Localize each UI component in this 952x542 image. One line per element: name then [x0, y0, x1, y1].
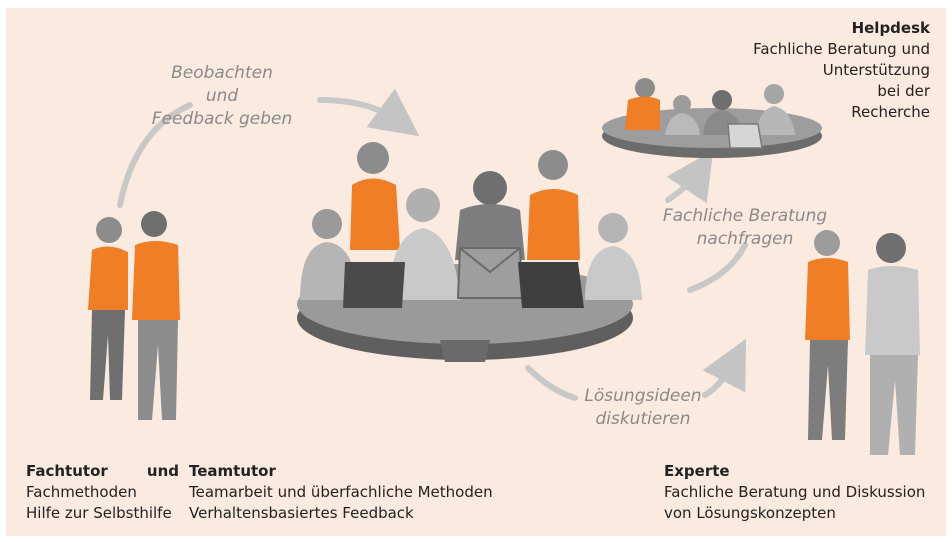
flow-consult-line-1: Fachliche Beratung — [662, 206, 828, 226]
arrow-discuss-left — [525, 365, 578, 401]
arrow-consult — [687, 242, 748, 293]
fachtutor-title: Fachtutor — [26, 462, 108, 480]
teamtutor-line-1: Teamarbeit und überfachliche Methoden — [189, 483, 493, 501]
flow-observe-line-2: und — [205, 86, 239, 106]
experte-title: Experte — [664, 462, 730, 480]
helpdesk-line-1: Fachliche Beratung und — [753, 40, 930, 58]
flow-discuss-line-1: Lösungsideen — [584, 386, 702, 406]
experte-line-2: von Lösungskonzepten — [664, 504, 836, 522]
teamtutor-text: Teamtutor Teamarbeit und überfachliche M… — [189, 461, 519, 524]
flow-observe-label: Beobachten und Feedback geben — [142, 62, 302, 131]
flow-observe-line-3: Feedback geben — [151, 109, 293, 129]
arrow-discuss-right — [702, 338, 747, 398]
experte-text: Experte Fachliche Beratung und Diskussio… — [664, 461, 946, 524]
fachtutor-text: Fachtutor und Fachmethoden Hilfe zur Sel… — [26, 461, 191, 524]
fachtutor-line-2: Hilfe zur Selbsthilfe — [26, 504, 172, 522]
helpdesk-title: Helpdesk — [851, 19, 930, 37]
fachtutor-line-1: Fachmethoden — [26, 483, 137, 501]
arrow-consult-top — [665, 150, 714, 204]
arrow-observe-left — [117, 102, 193, 208]
helpdesk-text: Helpdesk Fachliche Beratung und Unterstü… — [690, 18, 930, 123]
flow-discuss-label: Lösungsideen diskutieren — [578, 385, 708, 431]
flow-consult-label: Fachliche Beratung nachfragen — [655, 205, 835, 251]
helpdesk-table-group — [602, 78, 822, 158]
helpdesk-line-3: bei der — [877, 82, 930, 100]
flow-consult-line-2: nachfragen — [696, 229, 794, 249]
fachtutor-title-row: Fachtutor und — [26, 461, 191, 482]
fachtutor-join: und — [146, 462, 179, 480]
flow-observe-line-1: Beobachten — [171, 63, 273, 83]
helpdesk-line-4: Recherche — [851, 103, 930, 121]
experte-line-1: Fachliche Beratung und Diskussion — [664, 483, 926, 501]
teamtutor-line-2: Verhaltensbasiertes Feedback — [189, 504, 414, 522]
team-table-group — [297, 142, 642, 362]
expert-pair-group — [805, 230, 920, 455]
teamtutor-title: Teamtutor — [189, 462, 276, 480]
arrow-observe-right — [317, 88, 420, 137]
flow-discuss-line-2: diskutieren — [595, 409, 691, 429]
helpdesk-line-2: Unterstützung — [822, 61, 930, 79]
tutor-pair-group — [88, 211, 180, 420]
